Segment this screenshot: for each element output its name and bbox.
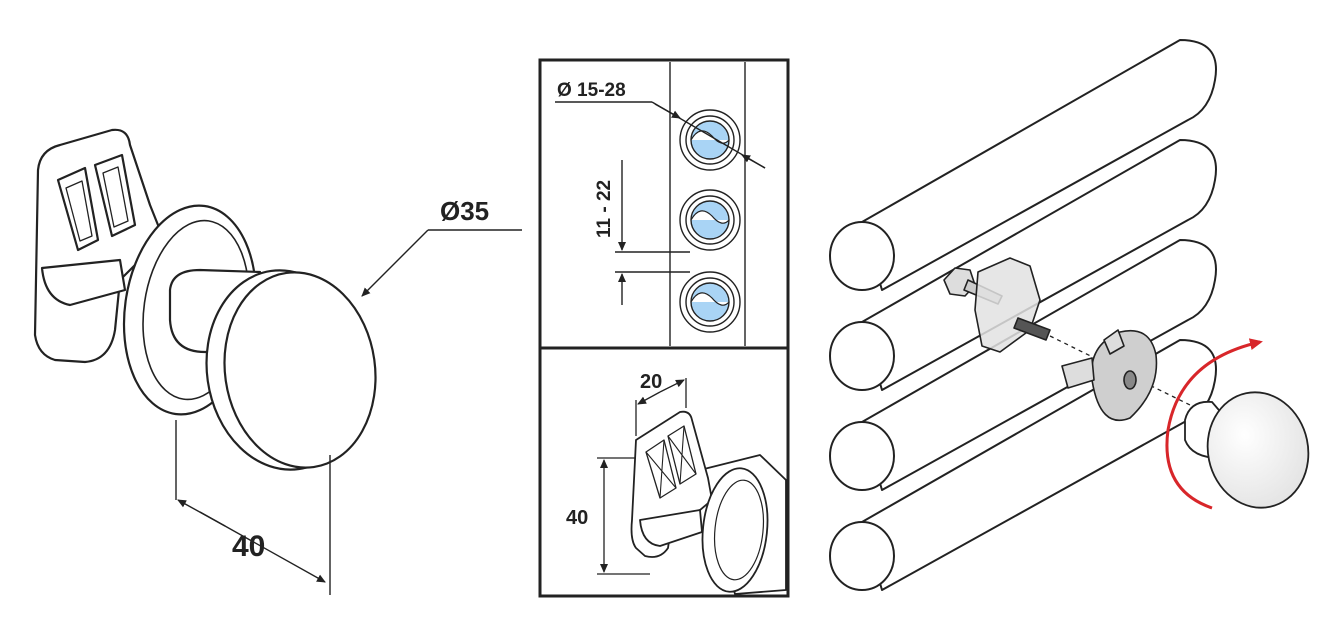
left-knob-drawing xyxy=(33,128,377,471)
rotation-arrow xyxy=(1165,338,1263,510)
width-dim-b xyxy=(659,379,685,393)
clip-slot-left xyxy=(56,166,100,252)
assembly-knob-head xyxy=(1206,391,1310,509)
left-dimensions xyxy=(175,229,522,595)
inset-flange-inner xyxy=(713,479,765,581)
clip-slot-right xyxy=(93,153,137,238)
assembly-knob xyxy=(1184,391,1310,509)
rack-pipe-1 xyxy=(829,39,1217,291)
assembly-axis xyxy=(1049,335,1191,406)
spacing-label: 11 - 22 xyxy=(594,180,615,238)
inset-clip-x-2 xyxy=(667,425,697,485)
inset-clip-hook xyxy=(639,509,703,547)
clip-hook xyxy=(40,258,127,307)
inset-top xyxy=(555,62,766,346)
inset-bottom xyxy=(630,410,787,595)
pipe-section-3 xyxy=(679,271,741,333)
inset-border xyxy=(538,58,790,598)
rack-pipe-3 xyxy=(829,239,1217,491)
diameter-label: Ø35 xyxy=(440,196,489,226)
pipe-diameter-arrow-b xyxy=(741,154,766,169)
pipe-section-1 xyxy=(679,109,741,171)
pipe-section-2 xyxy=(679,189,741,251)
inset-frame xyxy=(538,58,790,598)
inset-clip-x-1 xyxy=(645,439,677,499)
pipe-diameter-label: Ø 15-28 xyxy=(557,80,626,101)
threaded-stud xyxy=(1013,317,1051,341)
base-hook-top xyxy=(1103,329,1125,355)
inset-bottom-dims xyxy=(597,378,687,575)
base-hook xyxy=(1061,357,1095,389)
clip-slot-left-inner xyxy=(65,180,93,242)
bolt-clamp-assembly xyxy=(943,257,1191,422)
length-label: 40 xyxy=(232,530,265,563)
inset-flange xyxy=(701,467,769,593)
diameter-leader xyxy=(361,229,429,297)
base-plate-hole xyxy=(1123,370,1137,390)
height-label: 40 xyxy=(566,507,588,529)
rack-pipe-2 xyxy=(829,139,1217,391)
knob-head-front xyxy=(223,271,377,469)
width-dim-a xyxy=(637,391,661,405)
pipe-diameter-arrow-a xyxy=(654,103,681,119)
width-label: 20 xyxy=(640,371,662,393)
clip-slot-right-inner xyxy=(102,166,129,228)
length-dim-line-b xyxy=(177,499,226,527)
